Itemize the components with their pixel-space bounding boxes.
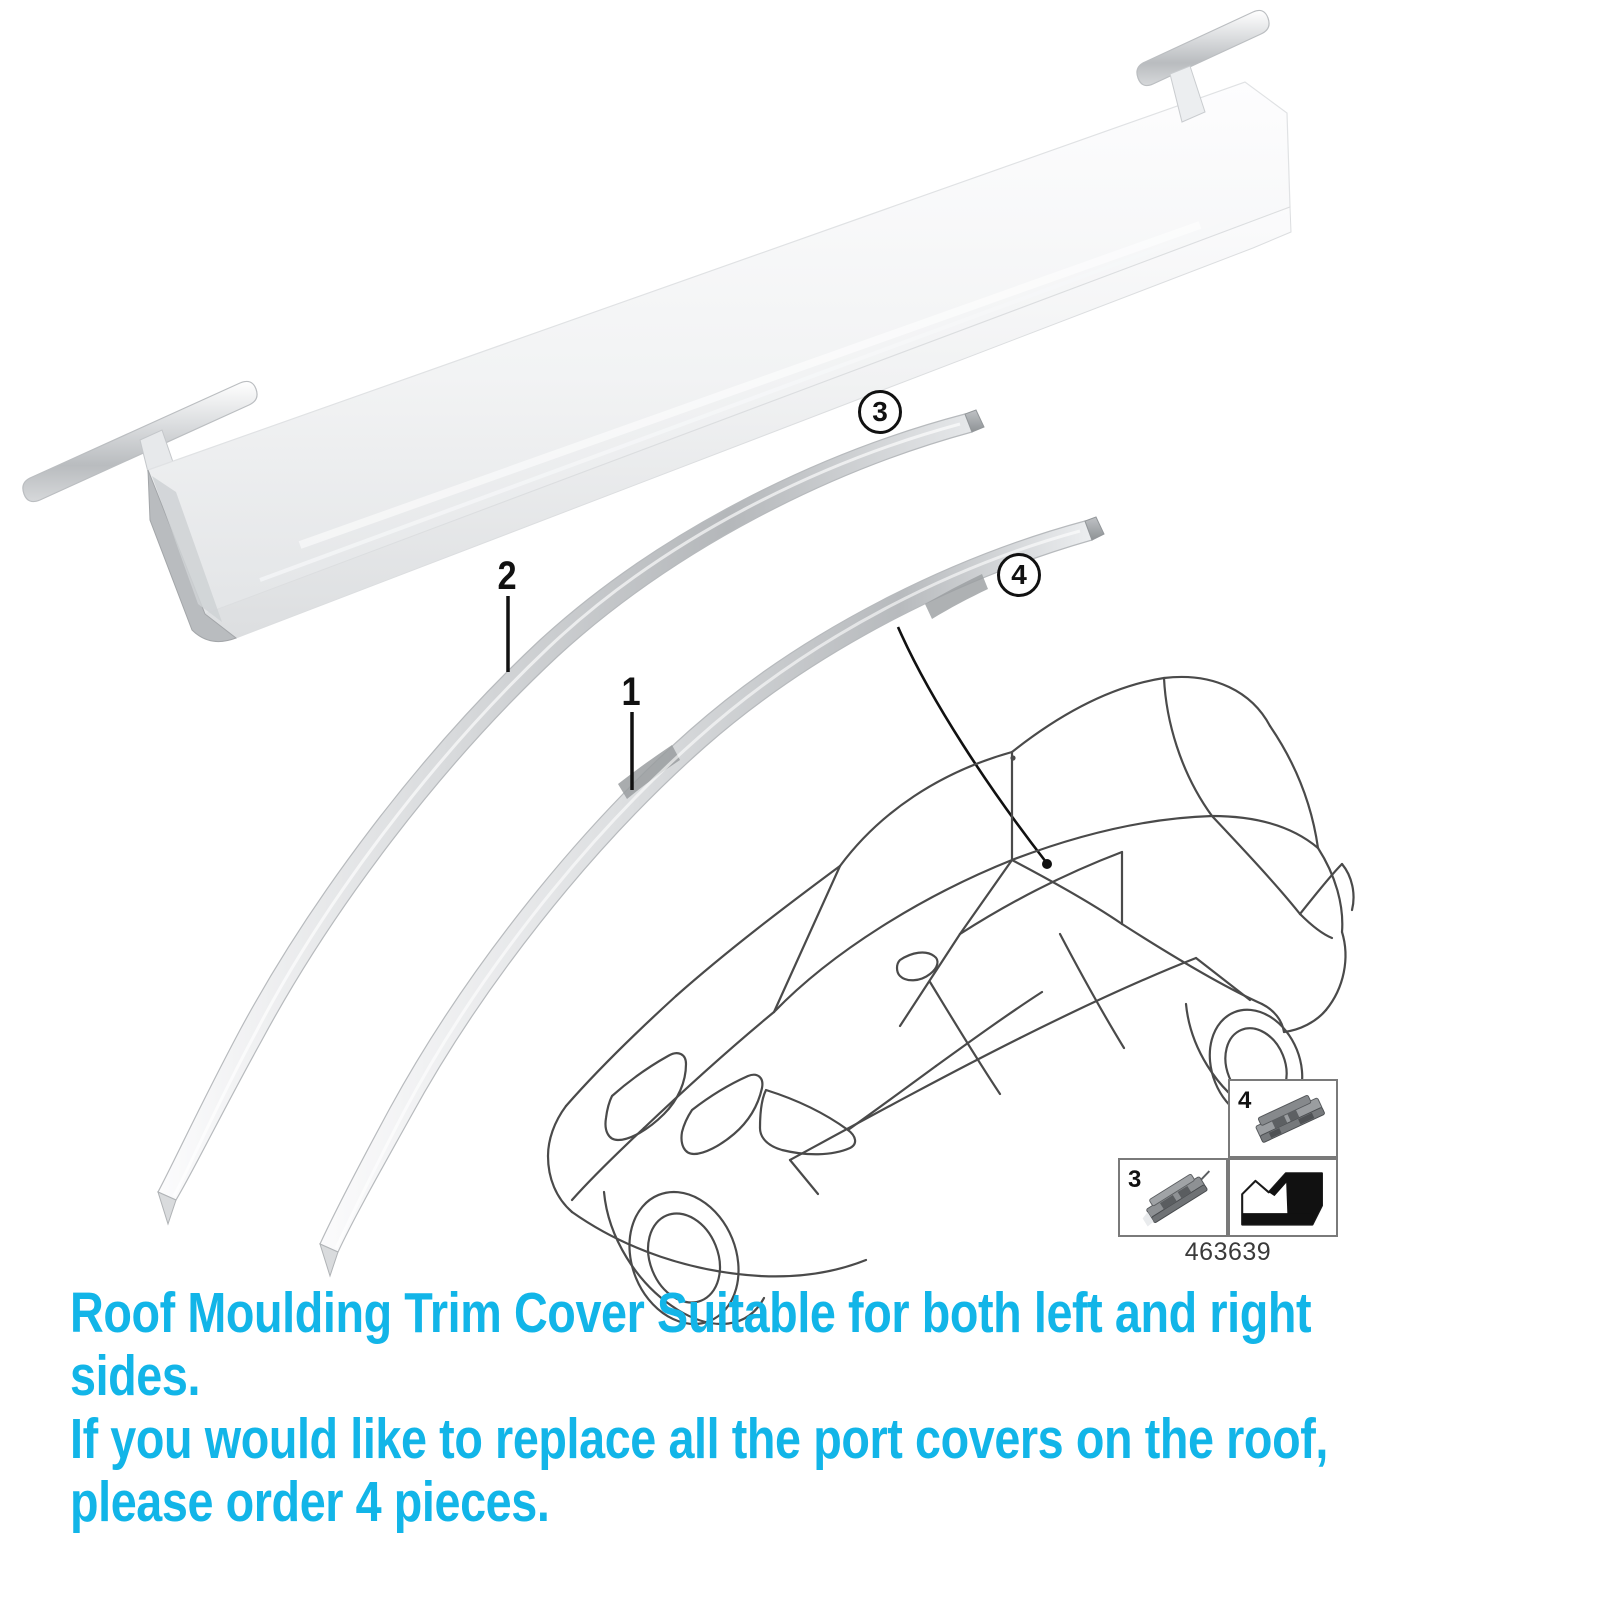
part-roof-strip-outer xyxy=(157,409,985,1226)
thumbnail-box-4: 4 xyxy=(1228,1079,1338,1158)
caption-line-4: please order 4 pieces. xyxy=(70,1470,550,1534)
thumbnail-box-section-arrow xyxy=(1228,1158,1338,1237)
clip-detail-icon xyxy=(1142,1170,1211,1227)
pin-handle-right xyxy=(1136,9,1270,123)
caption-line-2: sides. xyxy=(70,1344,201,1408)
leader-line-4 xyxy=(896,626,1048,863)
section-arrow-icon xyxy=(1241,1172,1323,1226)
part-number-label: 463639 xyxy=(1184,1238,1272,1266)
caption-block: Roof Moulding Trim Cover Suitable for bo… xyxy=(70,1282,1540,1534)
callout-label-1: 1 xyxy=(621,670,641,714)
thumbnail-label-3: 3 xyxy=(1128,1166,1142,1193)
clip-detail-icon xyxy=(1255,1094,1325,1143)
leader-endpoint-4 xyxy=(1042,859,1052,869)
callout-label-2: 2 xyxy=(497,554,517,598)
caption-line-3: If you would like to replace all the por… xyxy=(70,1407,1328,1471)
part-roof-moulding-cover-large xyxy=(22,9,1292,643)
callout-label-4: 4 xyxy=(997,553,1041,597)
thumbnail-index-panel: 4 3 xyxy=(1118,1079,1338,1237)
leader-lines xyxy=(506,596,1052,869)
callout-label-3: 3 xyxy=(858,390,902,434)
caption-line-1: Roof Moulding Trim Cover Suitable for bo… xyxy=(70,1281,1312,1345)
thumbnail-box-3: 3 xyxy=(1118,1158,1228,1237)
thumbnail-label-4: 4 xyxy=(1238,1087,1252,1114)
